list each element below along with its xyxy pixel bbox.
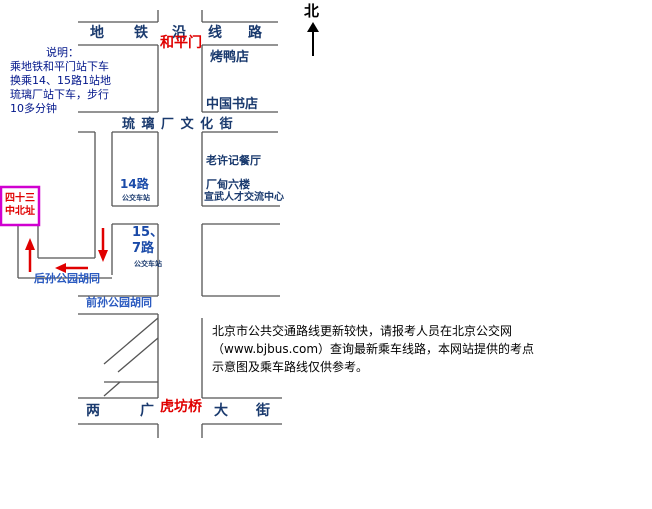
note-line: 琉璃厂站下车，步行 (10, 88, 109, 101)
road-char: 街 (256, 403, 271, 419)
hufangqiao-label: 虎坊桥 (160, 399, 202, 415)
changdian-label: 厂甸六楼 (206, 178, 250, 191)
route-arrows (25, 228, 108, 273)
liulichang-street-label: 琉 璃 厂 文 化 街 (122, 117, 234, 132)
bus-stop-14-sub: 公交车站 (122, 194, 150, 202)
bus-stop-7-label: 7路 (132, 241, 155, 256)
north-label: 北 (304, 2, 320, 20)
roast-duck-label: 烤鸭店 (210, 50, 250, 65)
road-edge (117, 337, 159, 373)
hepingmen-label: 和平门 (160, 35, 202, 51)
route-note: 说明： 乘地铁和平门站下车 换乘14、15路1站地 琉璃厂站下车，步行 10多分… (10, 46, 150, 116)
road-char: 广 (140, 403, 155, 419)
xuanwu-center-label: 宣武人才交流中心 (204, 192, 284, 203)
road-char: 沿 (172, 25, 187, 41)
bus-stop-15-label: 15、 (132, 225, 164, 240)
road-edge (103, 317, 159, 365)
notice-text: 北京市公共交通路线更新较快，请报考人员在北京公交网（www.bjbus.com）… (212, 324, 535, 374)
bus-stop-14-label: 14路 (120, 177, 149, 191)
destination-line: 四十三 (5, 193, 35, 204)
road-edge (103, 381, 121, 397)
arrow-left-icon (55, 263, 66, 273)
housun-alley-label: 后孙公园胡同 (34, 272, 100, 285)
destination-box (0, 185, 41, 227)
destination-label: 四十三 中北址 (3, 192, 37, 218)
arrow-down-icon (98, 250, 108, 262)
road-char: 路 (248, 25, 263, 41)
road-char: 大 (214, 403, 229, 419)
qiansun-alley-label: 前孙公园胡同 (86, 296, 152, 309)
note-line: 乘地铁和平门站下车 (10, 60, 109, 73)
china-bookstore-label: 中国书店 (206, 97, 259, 112)
north-arrow-icon (307, 22, 319, 56)
road-char: 线 (208, 25, 223, 41)
laoxu-restaurant-label: 老许记餐厅 (206, 154, 261, 167)
note-line: 10多分钟 (10, 102, 57, 115)
arrow-up-icon (25, 238, 35, 250)
bus-stop-15-sub: 公交车站 (134, 260, 162, 268)
road-char: 两 (86, 403, 101, 419)
note-title: 说明： (46, 46, 79, 59)
note-line: 换乘14、15路1站地 (10, 74, 111, 87)
road-char: 铁 (134, 25, 149, 41)
road-char: 地 (90, 25, 105, 41)
destination-line: 中北址 (5, 206, 35, 217)
